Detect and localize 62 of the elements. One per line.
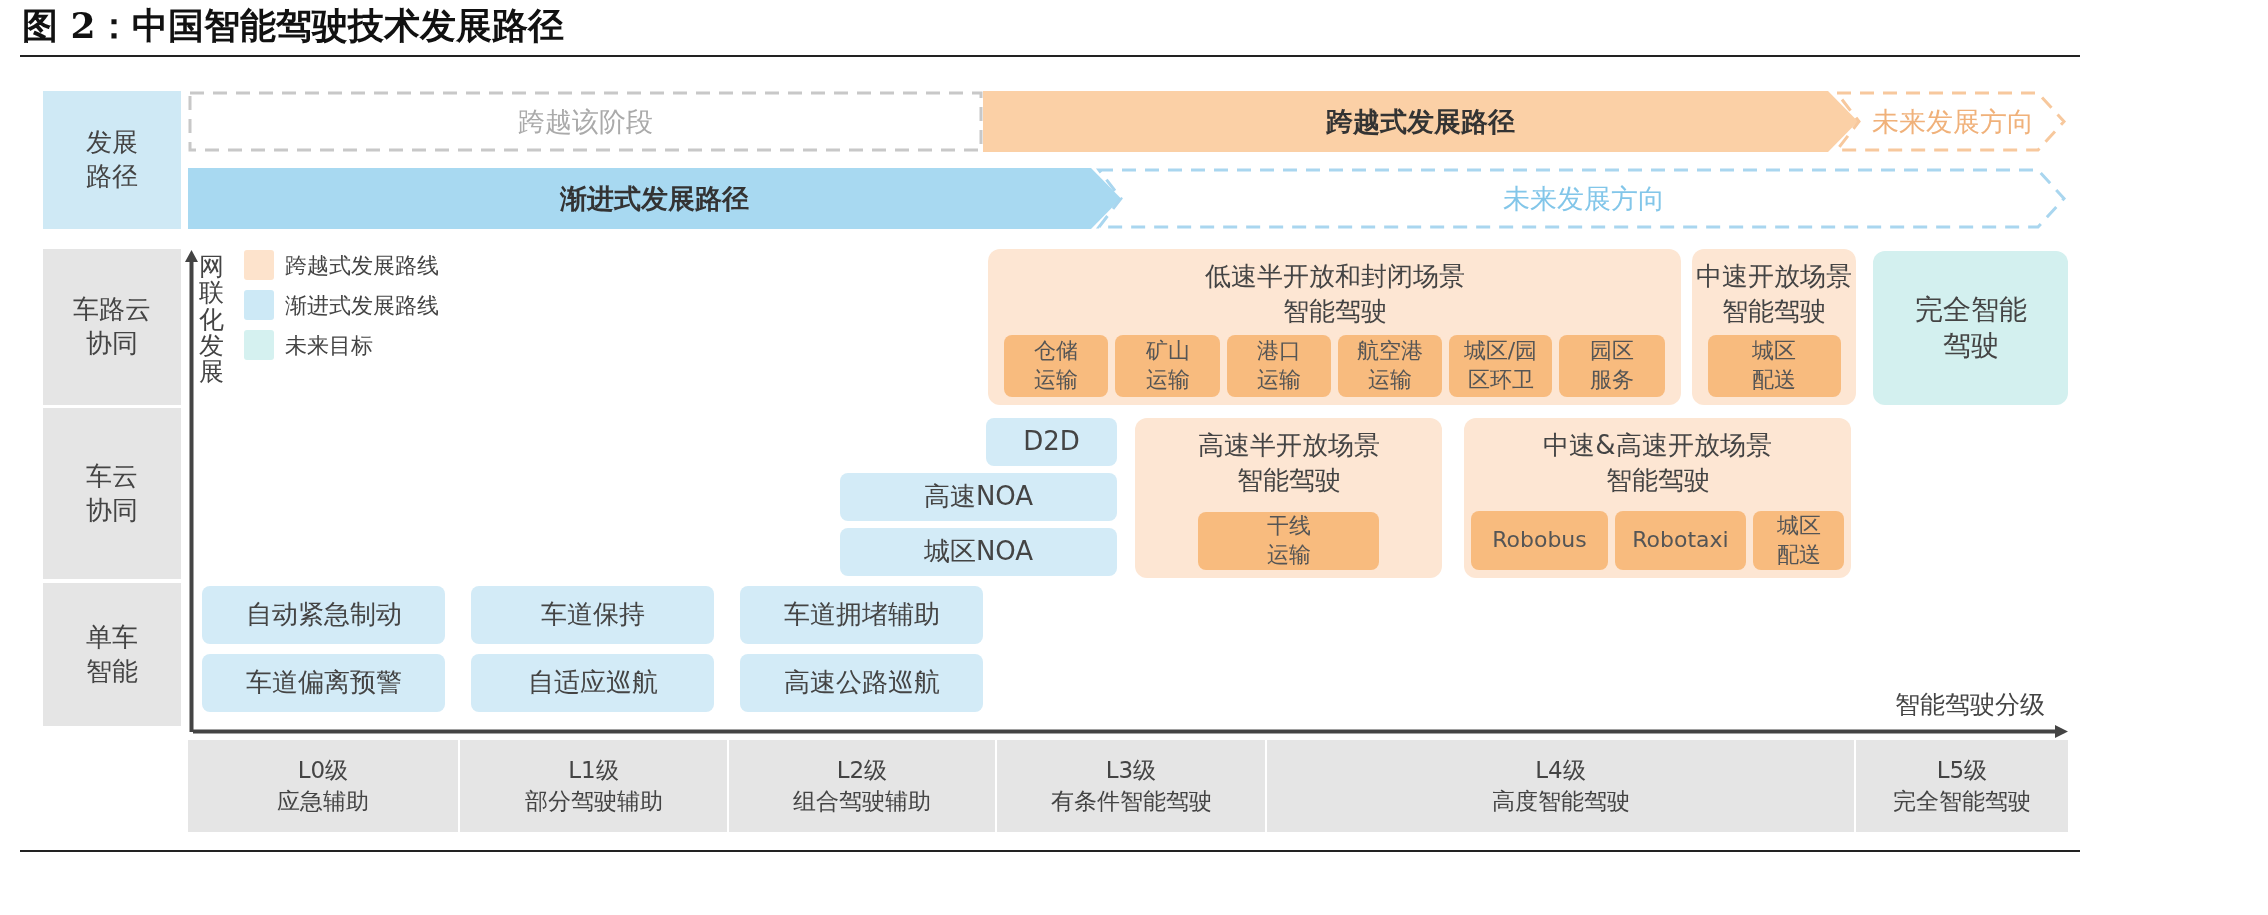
feature-box: 车道拥堵辅助 xyxy=(740,586,983,644)
group-title: 低速半开放和封闭场景智能驾驶 xyxy=(1203,260,1466,329)
scenario-box: 航空港运输 xyxy=(1338,335,1442,397)
legend-label: 未来目标 xyxy=(285,332,373,360)
row-header: 单车智能 xyxy=(43,583,181,726)
scenario-box: 城区配送 xyxy=(1707,335,1841,397)
scenario-box: 城区配送 xyxy=(1753,511,1844,570)
scenario-box: 港口运输 xyxy=(1227,335,1331,397)
scenario-box: 干线运输 xyxy=(1198,512,1379,570)
row-header: 发展路径 xyxy=(43,91,181,229)
scenario-box: Robobus xyxy=(1471,511,1608,570)
legend-label: 跨越式发展路线 xyxy=(285,252,439,280)
level-name: 组合驾驶辅助 xyxy=(793,787,931,816)
group-title: 高速半开放场景智能驾驶 xyxy=(1196,429,1381,498)
level-code: L0级 xyxy=(297,755,349,785)
figure-title: 图 2：中国智能驾驶技术发展路径 xyxy=(22,3,564,48)
scenario-group xyxy=(1135,418,1442,578)
scenario-group xyxy=(988,249,1681,405)
group-title: 中速开放场景智能驾驶 xyxy=(1695,260,1853,329)
level-name: 有条件智能驾驶 xyxy=(1050,787,1212,816)
band-label: 跨越式发展路径 xyxy=(1326,104,1515,139)
scenario-group xyxy=(1464,418,1851,578)
band-label: 未来发展方向 xyxy=(1871,104,2034,139)
feature-box: 高速公路巡航 xyxy=(740,654,983,712)
level-name: 部分驾驶辅助 xyxy=(524,787,663,816)
scenario-box: 矿山运输 xyxy=(1115,335,1220,397)
row-header: 车路云协同 xyxy=(43,249,181,405)
level-code: L1级 xyxy=(568,755,619,785)
level-cell xyxy=(1267,740,1854,832)
level-code: L3级 xyxy=(1105,755,1157,785)
axis-label: 网联化发展 xyxy=(199,254,225,386)
level-cell xyxy=(997,740,1265,832)
level-cell xyxy=(729,740,995,832)
feature-box: 车道保持 xyxy=(471,586,714,644)
group-title: 中速&高速开放场景智能驾驶 xyxy=(1542,429,1773,498)
legend-label: 渐进式发展路线 xyxy=(285,292,439,320)
scenario-box: 仓储运输 xyxy=(1004,335,1108,397)
scenario-box: 城区/园区环卫 xyxy=(1449,335,1552,397)
level-code: L5级 xyxy=(1936,755,1988,785)
band-label: 未来发展方向 xyxy=(1502,181,1665,216)
level-cell xyxy=(1856,740,2068,832)
row-header: 车云协同 xyxy=(43,408,181,579)
level-name: 应急辅助 xyxy=(277,787,369,816)
level-code: L4级 xyxy=(1535,755,1586,785)
goal-box: 完全智能驾驶 xyxy=(1873,251,2068,405)
scenario-group xyxy=(1692,249,1856,405)
level-name: 高度智能驾驶 xyxy=(1491,787,1630,816)
level-cell xyxy=(188,740,458,832)
scenario-box: 园区服务 xyxy=(1559,335,1665,397)
scenario-box: Robotaxi xyxy=(1615,511,1746,570)
band-label: 渐进式发展路径 xyxy=(560,181,749,216)
level-name: 完全智能驾驶 xyxy=(1893,787,2031,816)
feature-box: 车道偏离预警 xyxy=(202,654,445,712)
feature-box: 自动紧急制动 xyxy=(202,586,445,644)
band-label: 跨越该阶段 xyxy=(518,104,653,139)
feature-box: 高速NOA xyxy=(840,473,1117,521)
axis-label: 智能驾驶分级 xyxy=(1895,689,2045,721)
feature-box: 城区NOA xyxy=(840,528,1117,576)
feature-box: D2D xyxy=(986,418,1117,466)
level-cell xyxy=(460,740,727,832)
level-code: L2级 xyxy=(836,755,888,785)
feature-box: 自适应巡航 xyxy=(471,654,714,712)
